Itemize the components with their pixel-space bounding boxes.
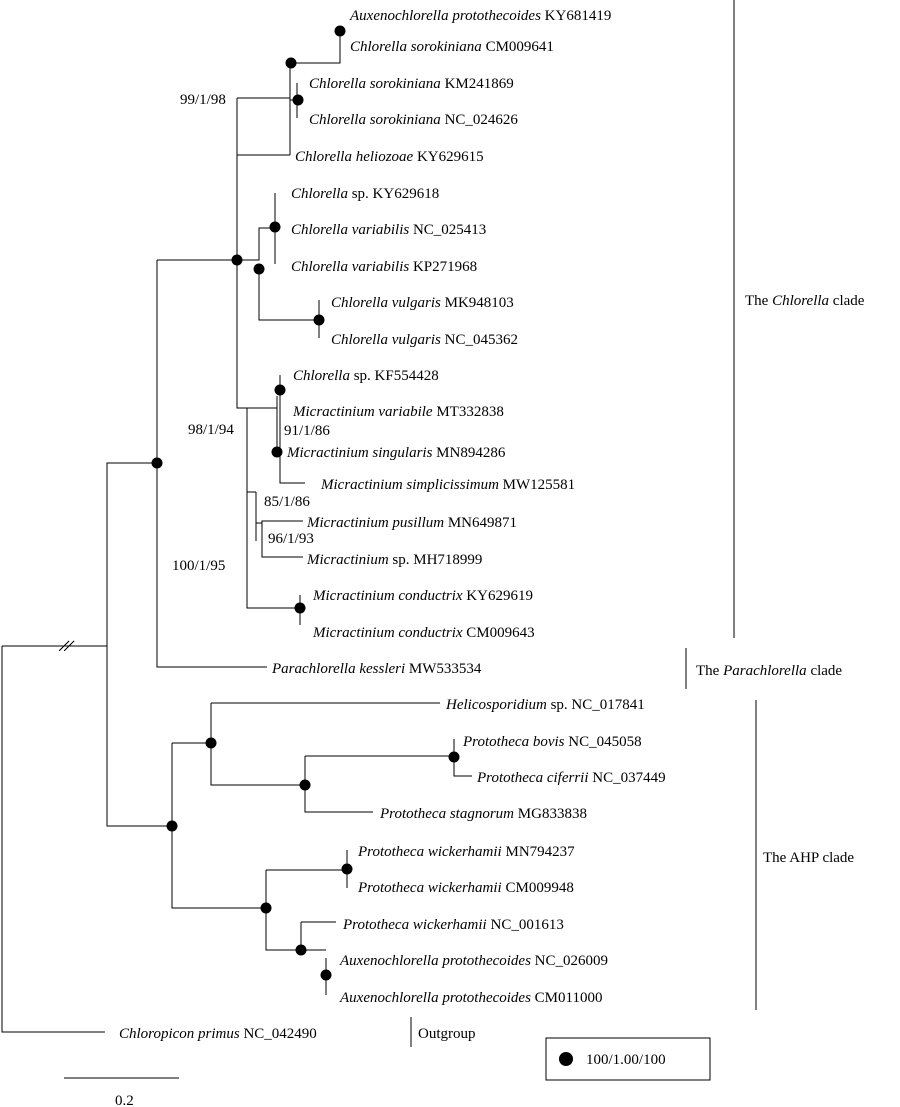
support-node: [253, 263, 265, 275]
taxon-label: Chlorella sorokiniana CM009641: [350, 39, 554, 55]
taxon-label: Auxenochlorella protothecoides NC_026009: [339, 953, 608, 969]
support-node: [274, 384, 286, 396]
support-node: [260, 902, 272, 914]
support-value: 91/1/86: [284, 423, 330, 439]
taxon-label: Chlorella sp. KY629618: [291, 186, 439, 202]
taxon-label: Micractinium conductrix CM009643: [312, 625, 535, 641]
taxon-label: Chlorella sp. KF554428: [293, 368, 439, 384]
scale-bar: 0.2: [64, 1077, 179, 1107]
taxon-label: Prototheca wickerhamii CM009948: [357, 880, 574, 896]
taxon-label: Micractinium conductrix KY629619: [312, 588, 533, 604]
support-node: [285, 57, 297, 69]
clade-label-outgroup: Outgroup: [418, 1026, 476, 1042]
support-node: [205, 737, 217, 749]
taxon-label: Auxenochlorella protothecoides KY681419: [349, 8, 611, 24]
taxon-label: Chlorella sorokiniana NC_024626: [309, 112, 518, 128]
support-node: [294, 602, 306, 614]
support-value: 100/1/95: [172, 558, 225, 574]
legend-label: 100/1.00/100: [586, 1052, 666, 1068]
taxon-label: Chlorella vulgaris MK948103: [331, 295, 514, 311]
support-values: 99/1/98 98/1/94 91/1/86 85/1/86 96/1/93 …: [172, 92, 330, 574]
support-nodes: [151, 25, 460, 981]
taxon-label: Chloropicon primus NC_042490: [119, 1026, 317, 1042]
support-node: [151, 457, 163, 469]
taxon-label: Helicosporidium sp. NC_017841: [445, 697, 645, 713]
support-node: [448, 751, 460, 763]
support-node: [269, 221, 281, 233]
taxon-label: Chlorella sorokiniana KM241869: [309, 76, 514, 92]
clade-annotations: The Chlorella clade The Parachlorella cl…: [410, 0, 865, 1047]
taxon-label: Chlorella variabilis KP271968: [291, 259, 477, 275]
taxon-label: Micractinium pusillum MN649871: [306, 515, 517, 531]
clade-label-ahp: The AHP clade: [763, 850, 854, 866]
support-node: [295, 944, 307, 956]
taxon-label: Prototheca wickerhamii NC_001613: [342, 917, 564, 933]
taxon-label: Chlorella variabilis NC_025413: [291, 222, 486, 238]
support-value: 85/1/86: [264, 494, 310, 510]
taxon-label: Parachlorella kessleri MW533534: [271, 661, 482, 677]
legend: 100/1.00/100: [545, 1037, 711, 1081]
legend-box: [545, 1037, 711, 1081]
taxon-label: Prototheca bovis NC_045058: [462, 734, 642, 750]
taxon-label: Micractinium variabile MT332838: [292, 404, 504, 420]
support-node: [313, 314, 325, 326]
taxon-label: Chlorella vulgaris NC_045362: [331, 332, 518, 348]
taxon-label: Micractinium sp. MH718999: [306, 552, 482, 568]
taxon-label: Auxenochlorella protothecoides CM011000: [339, 990, 602, 1006]
support-value: 96/1/93: [268, 531, 314, 547]
clade-label-chlorella: The Chlorella clade: [745, 293, 865, 309]
scale-bar-label: 0.2: [115, 1093, 134, 1107]
taxon-label: Prototheca wickerhamii MN794237: [357, 844, 575, 860]
support-node: [341, 863, 353, 875]
taxon-labels: Auxenochlorella protothecoides KY681419 …: [119, 8, 666, 1042]
taxon-label: Chlorella heliozoae KY629615: [295, 149, 484, 165]
support-value: 99/1/98: [180, 92, 226, 108]
support-node: [299, 779, 311, 791]
support-value: 98/1/94: [188, 422, 234, 438]
taxon-label: Prototheca ciferrii NC_037449: [476, 770, 666, 786]
legend-node-icon: [559, 1052, 573, 1066]
support-node: [166, 820, 178, 832]
support-node: [292, 94, 304, 106]
support-node: [271, 446, 283, 458]
support-node: [320, 969, 332, 981]
taxon-label: Micractinium singularis MN894286: [286, 445, 506, 461]
support-node: [334, 25, 346, 37]
taxon-label: Micractinium simplicissimum MW125581: [320, 477, 575, 493]
clade-label-parachlorella: The Parachlorella clade: [696, 663, 842, 679]
taxon-label: Prototheca stagnorum MG833838: [379, 806, 587, 822]
support-node: [231, 254, 243, 266]
